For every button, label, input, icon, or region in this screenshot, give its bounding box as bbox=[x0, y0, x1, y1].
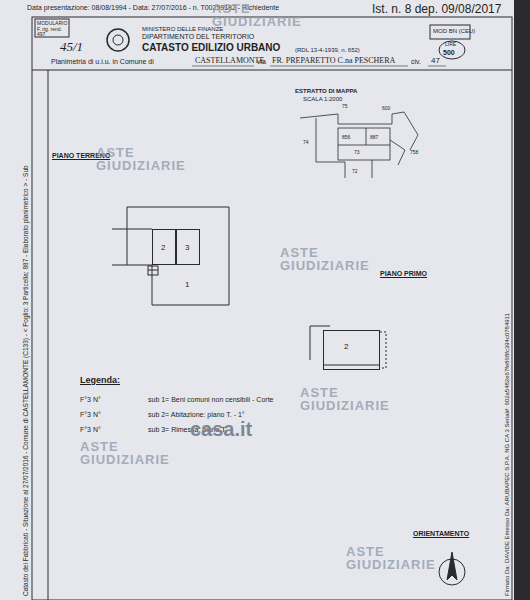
watermark: ASTE GIUDIZIARIE bbox=[346, 545, 438, 571]
parcel-number: 600 bbox=[382, 106, 390, 112]
department-name: DIPARTIMENTO DEL TERRITORIO bbox=[142, 33, 254, 41]
watermark: ASTE GIUDIZIARIE bbox=[96, 146, 188, 172]
form-border bbox=[32, 17, 512, 600]
parcel-number: 856 bbox=[342, 135, 350, 141]
stair-symbol bbox=[148, 270, 158, 271]
floor-title: PIANO PRIMO bbox=[380, 270, 427, 278]
legend-text: sub 2= Abitazione: piano T. - 1° bbox=[148, 411, 245, 419]
watermark: ASTE GIUDIZIARIE bbox=[212, 2, 304, 28]
parcel-number: 72 bbox=[352, 169, 358, 175]
ministry-emblem bbox=[107, 29, 129, 51]
wall-line bbox=[310, 326, 311, 360]
room-number: 2 bbox=[161, 244, 165, 252]
first-floor-plan bbox=[310, 326, 386, 368]
stamp-box bbox=[35, 19, 69, 37]
wall-line bbox=[323, 365, 380, 366]
parcel-line bbox=[316, 162, 345, 178]
address-label: civ. bbox=[411, 58, 421, 66]
map-scale: SCALA 1:2000 bbox=[303, 96, 342, 103]
municipality: CASTELLAMONTE bbox=[195, 57, 264, 66]
legend-text: F°3 N° bbox=[80, 426, 101, 434]
law-reference: (RDL 13-4-1939, n. 652) bbox=[295, 47, 360, 54]
watermark: ASTE GIUDIZIARIE bbox=[280, 246, 372, 272]
parcel-line bbox=[316, 118, 317, 162]
margin-note: Firmato Da: DAVIDE Emesso Da: ARUBAPEC S… bbox=[504, 313, 511, 596]
room-number: 1 bbox=[185, 281, 189, 289]
photo-background bbox=[514, 0, 530, 600]
legend-text: Legenda: bbox=[80, 376, 120, 386]
ministry-emblem bbox=[113, 35, 123, 45]
parcel-number: 74 bbox=[303, 140, 309, 146]
room-number: 2 bbox=[344, 343, 348, 351]
ministry-name: MINISTERO DELLE FINANZE bbox=[142, 26, 223, 33]
parcel-line bbox=[390, 140, 405, 165]
room-number: 3 bbox=[185, 244, 189, 252]
legend-text: F°3 N° bbox=[80, 411, 101, 419]
fill-line bbox=[270, 66, 408, 67]
parcel-line bbox=[300, 112, 418, 150]
watermark: ASTE GIUDIZIARIE bbox=[80, 440, 172, 466]
margin-rule bbox=[48, 70, 49, 600]
room: 3 bbox=[176, 229, 200, 265]
wall-line bbox=[310, 326, 330, 327]
ground-floor-plan bbox=[112, 207, 229, 305]
balcony-line bbox=[380, 332, 386, 368]
room: 2 bbox=[323, 330, 380, 370]
fill-line bbox=[192, 66, 254, 67]
parcel-number: 758 bbox=[410, 150, 418, 156]
legend-text: sub 1= Beni comuni non censibili - Corte bbox=[148, 396, 273, 404]
address-label: via bbox=[257, 58, 266, 66]
parcel-line bbox=[338, 145, 390, 146]
street-name: FR. PREPARETTO C.na PESCHERA bbox=[272, 57, 395, 66]
parcel-number: 887 bbox=[370, 135, 378, 141]
stamp-value: 500 bbox=[443, 49, 455, 57]
form-model: MOD BN (CEU) bbox=[433, 28, 475, 35]
watermark: ASTE GIUDIZIARIE bbox=[300, 386, 392, 412]
room: 2 bbox=[152, 229, 176, 265]
stamp-text: MODULARIO F. rig. rend. 497 bbox=[37, 21, 67, 38]
map-extract bbox=[300, 112, 418, 178]
boundary-line bbox=[112, 265, 127, 266]
parcel-number: 73 bbox=[354, 150, 360, 156]
watermark: casa.it bbox=[190, 418, 252, 440]
house-number: 47 bbox=[431, 57, 440, 66]
parcel-line bbox=[366, 128, 367, 145]
boundary-line bbox=[112, 229, 152, 230]
stair-symbol bbox=[148, 266, 158, 275]
legend-text: F°3 N° bbox=[80, 396, 101, 404]
court-outline bbox=[127, 207, 229, 305]
orientation-title: ORIENTAMENTO bbox=[413, 530, 469, 538]
building-footprint bbox=[338, 128, 390, 160]
stamp-oval bbox=[439, 41, 465, 59]
map-title: ESTRATTO DI MAPPA bbox=[295, 88, 357, 95]
deposit-number: Ist. n. 8 dep. 09/08/2017 bbox=[372, 3, 501, 16]
margin-note: Catasto dei Fabbricati - Situazione al 2… bbox=[22, 165, 29, 596]
fill-line bbox=[428, 66, 446, 67]
parcel-number: 75 bbox=[342, 104, 348, 110]
court-area: 1 2 3 bbox=[127, 207, 229, 305]
address-label: Planimetria di u.i.u. in Comune di bbox=[51, 58, 154, 66]
parcel-line bbox=[372, 160, 373, 178]
office-title: CATASTO EDILIZIO URBANO bbox=[142, 42, 280, 53]
handwritten-number: 45/1 bbox=[60, 40, 83, 54]
header-rule bbox=[32, 70, 512, 71]
stamp-text: LIRE bbox=[445, 42, 456, 48]
north-arrow bbox=[439, 552, 465, 585]
